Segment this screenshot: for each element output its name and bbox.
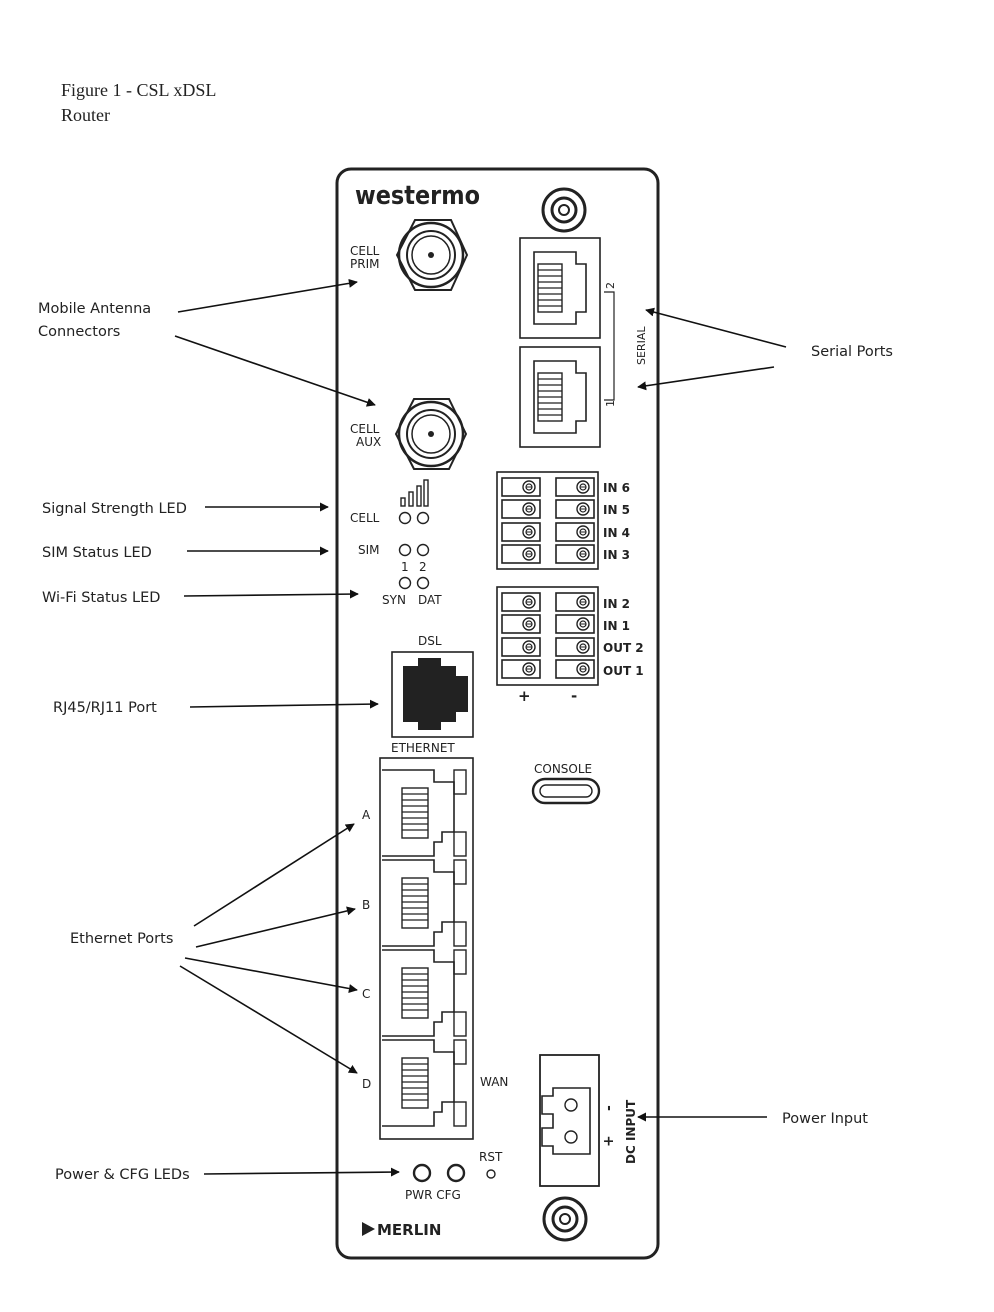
reset-button[interactable]: [486, 1169, 496, 1179]
arrow-mobile-antenna-prim: [177, 278, 358, 313]
ethernet-label: ETHERNET: [391, 741, 455, 755]
arrow-serial-port-1: [637, 366, 775, 391]
screw-bottom: [542, 1196, 588, 1242]
dat-label: DAT: [418, 593, 442, 607]
arrow-ethernet-port-c: [184, 957, 358, 993]
dsl-label: DSL: [418, 634, 442, 648]
port-a-label: A: [362, 808, 371, 822]
io-label-in1: IN 1: [603, 619, 630, 633]
cell-aux-antenna-connector[interactable]: [394, 398, 468, 470]
io-label-in6: IN 6: [603, 481, 630, 495]
dc-minus-label: -: [601, 1105, 617, 1111]
callout-sim-status-led: SIM Status LED: [42, 545, 152, 561]
cell-prim-antenna-connector[interactable]: [395, 219, 469, 291]
port-d-label: D: [362, 1077, 371, 1091]
serial-label: SERIAL: [635, 326, 648, 365]
arrow-ethernet-port-d: [179, 965, 358, 1074]
console-usb-c-port[interactable]: [531, 777, 601, 805]
cell-prim-label-2: PRIM: [350, 257, 379, 271]
callout-serial-ports: Serial Ports: [811, 344, 893, 360]
figure-title-line-2: Router: [61, 105, 110, 125]
merlin-logo-text: MERLIN: [377, 1221, 441, 1239]
pwr-led: [412, 1163, 432, 1183]
dc-input-label: DC INPUT: [624, 1099, 638, 1164]
serial-2-label: 2: [604, 282, 617, 289]
arrow-ethernet-port-b: [195, 906, 356, 948]
figure-title: Figure 1 - CSL xDSL Router: [61, 78, 261, 128]
io-minus-label: -: [571, 687, 577, 705]
callout-rj45-rj11-port: RJ45/RJ11 Port: [53, 700, 157, 716]
rst-label: RST: [479, 1150, 503, 1164]
callout-mobile-antenna-line-2: Connectors: [38, 324, 120, 340]
callout-arrows: [174, 278, 787, 1177]
sim-led-1: [398, 543, 412, 557]
pwr-cfg-label: PWR CFG: [405, 1188, 461, 1202]
router-front-panel: westermo CELL PRIM CELL AUX: [335, 167, 660, 1260]
io-label-in3: IN 3: [603, 548, 630, 562]
callout-ethernet-ports: Ethernet Ports: [70, 931, 173, 947]
port-b-label: B: [362, 898, 370, 912]
merlin-logo: MERLIN: [362, 1221, 441, 1239]
sim-1-label: 1: [401, 560, 409, 574]
dsl-port[interactable]: [391, 651, 474, 738]
sim-led-2: [416, 543, 430, 557]
syn-led: [398, 576, 412, 590]
dc-plus-label: +: [601, 1135, 617, 1147]
cell-prim-label-1: CELL: [350, 244, 380, 258]
port-c-label: C: [362, 987, 370, 1001]
callout-power-cfg-leds: Power & CFG LEDs: [55, 1167, 190, 1183]
ethernet-block: [379, 757, 474, 1140]
arrow-serial-port-2: [645, 307, 787, 348]
sim-led-label: SIM: [358, 543, 380, 557]
sim-2-label: 2: [419, 560, 427, 574]
io-label-out2: OUT 2: [603, 641, 644, 655]
cfg-led: [446, 1163, 466, 1183]
cell-aux-label-1: CELL: [350, 422, 380, 436]
io-label-out1: OUT 1: [603, 664, 644, 678]
syn-label: SYN: [382, 593, 406, 607]
merlin-arrow-icon: [362, 1222, 375, 1236]
wan-label: WAN: [480, 1075, 508, 1089]
figure-title-line-1: Figure 1 - CSL xDSL: [61, 80, 217, 100]
callout-mobile-antenna-line-1: Mobile Antenna: [38, 301, 151, 317]
serial-bracket: [604, 291, 615, 401]
cell-led-2: [416, 511, 430, 525]
callout-signal-strength-led: Signal Strength LED: [42, 501, 187, 517]
arrow-mobile-antenna-aux: [174, 335, 376, 407]
brand-logo: westermo: [355, 181, 480, 211]
io-label-in2: IN 2: [603, 597, 630, 611]
dc-input-connector[interactable]: [539, 1054, 600, 1187]
cell-led-1: [398, 511, 412, 525]
callout-wifi-status-led: Wi-Fi Status LED: [42, 590, 160, 606]
io-label-in4: IN 4: [603, 526, 630, 540]
dat-led: [416, 576, 430, 590]
console-label: CONSOLE: [534, 762, 592, 776]
io-plus-label: +: [518, 687, 531, 705]
arrow-ethernet-port-a: [193, 823, 355, 927]
io-label-in5: IN 5: [603, 503, 630, 517]
serial-1-label: 1: [604, 400, 617, 407]
screw-top: [541, 187, 587, 233]
io-terminal-block-top: [496, 471, 599, 570]
arrow-rj45-rj11-port: [189, 699, 379, 709]
cell-led-label: CELL: [350, 511, 380, 525]
arrow-wifi-status-led: [183, 589, 359, 599]
arrow-power-cfg-leds: [203, 1167, 400, 1177]
io-terminal-block-bottom: [496, 586, 599, 686]
cell-aux-label-2: AUX: [356, 435, 381, 449]
signal-bars-icon: [400, 479, 429, 507]
callout-power-input: Power Input: [782, 1111, 868, 1127]
